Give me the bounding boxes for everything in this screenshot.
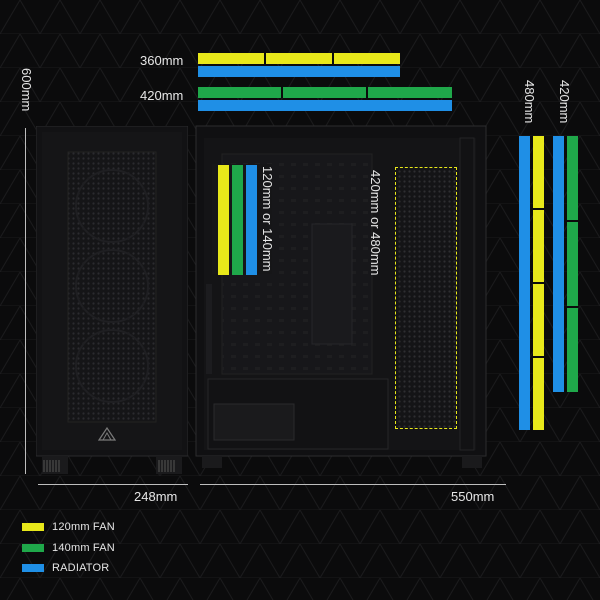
top-bar-420-label: 420mm (140, 88, 184, 103)
rear-fan-size-label: 120mm or 140mm (260, 166, 275, 272)
legend-label: RADIATOR (52, 562, 110, 574)
side-bar-480-radiator (519, 136, 530, 430)
legend-swatch-yellow (22, 523, 44, 531)
legend-120mm-fan: 120mm FAN (22, 521, 115, 533)
rear-radiator-bar (246, 165, 257, 275)
side-bar-480-label: 480mm (522, 80, 537, 124)
front-radiator-dashed-area (395, 167, 457, 429)
top-bar-360-radiator (198, 66, 400, 77)
corsair-logo (98, 427, 116, 441)
top-bar-360-fans (198, 53, 400, 64)
front-width-dimension-line (38, 484, 188, 485)
legend-140mm-fan: 140mm FAN (22, 542, 115, 554)
legend-radiator: RADIATOR (22, 562, 109, 574)
depth-dimension-label: 550mm (451, 489, 495, 504)
legend-label: 120mm FAN (52, 521, 115, 533)
legend-label: 140mm FAN (52, 542, 115, 554)
legend-swatch-green (22, 544, 44, 552)
depth-dimension-line (200, 484, 506, 485)
side-bar-420-fans (567, 136, 578, 392)
top-bar-360-label: 360mm (140, 53, 184, 68)
front-width-dimension-label: 248mm (134, 489, 178, 504)
top-bar-420-radiator (198, 100, 452, 111)
front-radiator-size-label: 420mm or 480mm (368, 170, 383, 276)
side-bar-480-fans (533, 136, 544, 430)
side-bar-420-radiator (553, 136, 564, 392)
side-bar-420-label: 420mm (557, 80, 572, 124)
rear-fan-120-bar (218, 165, 229, 275)
rear-fan-140-bar (232, 165, 243, 275)
case-front-view (36, 126, 188, 474)
height-dimension-line (25, 128, 26, 474)
legend-swatch-blue (22, 564, 44, 572)
top-bar-420-fans (198, 87, 452, 98)
height-dimension-label: 600mm (19, 68, 34, 112)
